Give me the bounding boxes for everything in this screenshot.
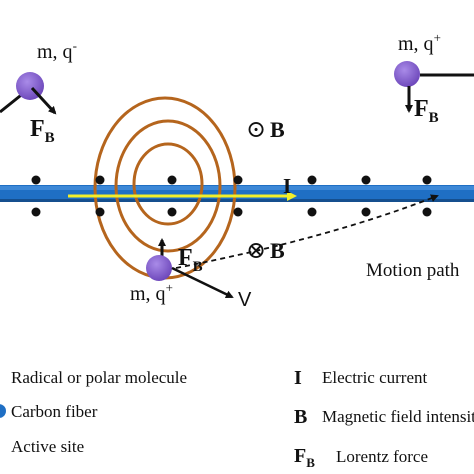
force-label-top-left: FB <box>30 116 55 146</box>
legend: Radical or polar molecule Carbon fiber A… <box>0 367 474 470</box>
fiber-highlight <box>0 186 474 190</box>
legend-field-symbol: B <box>294 406 307 428</box>
fiber-shadow <box>0 199 474 202</box>
field-out-label: B <box>270 117 285 142</box>
particle-bottom: FB V m, q+ <box>130 238 252 311</box>
particle-top-right: m, q+ FB <box>394 30 474 126</box>
velocity-label-bottom: V <box>238 289 252 311</box>
field-loop-inner <box>132 142 204 226</box>
field-loop-middle <box>114 119 222 253</box>
force-label-top-right: FB <box>414 96 439 126</box>
carbon-fiber <box>0 185 474 202</box>
legend-radical-text: Radical or polar molecule <box>11 368 187 387</box>
field-in-label: B <box>270 238 285 263</box>
particle-top-left-label: m, q- <box>37 38 77 63</box>
particle-ball-top-right <box>394 61 420 87</box>
force-arrow-top-left <box>30 86 57 115</box>
active-site-dot <box>361 207 371 217</box>
velocity-arrow-bottom <box>171 266 234 299</box>
active-sites <box>31 175 432 217</box>
active-site-dot <box>307 175 317 185</box>
legend-active-site-text: Active site <box>11 437 84 456</box>
motion-path-label: Motion path <box>366 260 460 281</box>
field-out-symbol: ⊙ <box>246 117 266 143</box>
field-out-indicator: ⊙ B <box>246 117 285 143</box>
active-site-dot <box>31 175 41 185</box>
particle-ball-bottom <box>146 255 172 281</box>
motion-path-curve <box>175 194 439 269</box>
magnetic-field-loops <box>93 96 237 280</box>
particle-bottom-label: m, q+ <box>130 280 173 305</box>
particle-top-left: m, q- FB <box>0 38 77 146</box>
legend-force-text: Lorentz force <box>336 447 428 466</box>
legend-carbon-fiber-swatch <box>0 404 6 418</box>
active-site-dot <box>31 207 41 217</box>
active-site-dot <box>233 207 243 217</box>
active-site-dot <box>233 175 243 185</box>
active-site-dot <box>95 207 105 217</box>
active-site-dot <box>422 207 432 217</box>
force-label-bottom: FB <box>178 245 203 275</box>
particle-top-right-label: m, q+ <box>398 30 441 55</box>
active-site-dot <box>361 175 371 185</box>
legend-force-symbol: FB <box>294 445 315 470</box>
active-site-dot <box>167 175 177 185</box>
legend-current-text: Electric current <box>322 368 428 387</box>
field-in-indicator: ⊗ B <box>246 238 285 264</box>
active-site-dot <box>95 175 105 185</box>
active-site-dot <box>422 175 432 185</box>
legend-field-text: Magnetic field intensity <box>322 407 474 426</box>
active-site-dot <box>307 207 317 217</box>
legend-carbon-fiber-text: Carbon fiber <box>11 402 98 421</box>
legend-current-symbol: I <box>294 367 302 389</box>
active-site-dot <box>167 207 177 217</box>
current-label: I <box>283 174 291 198</box>
